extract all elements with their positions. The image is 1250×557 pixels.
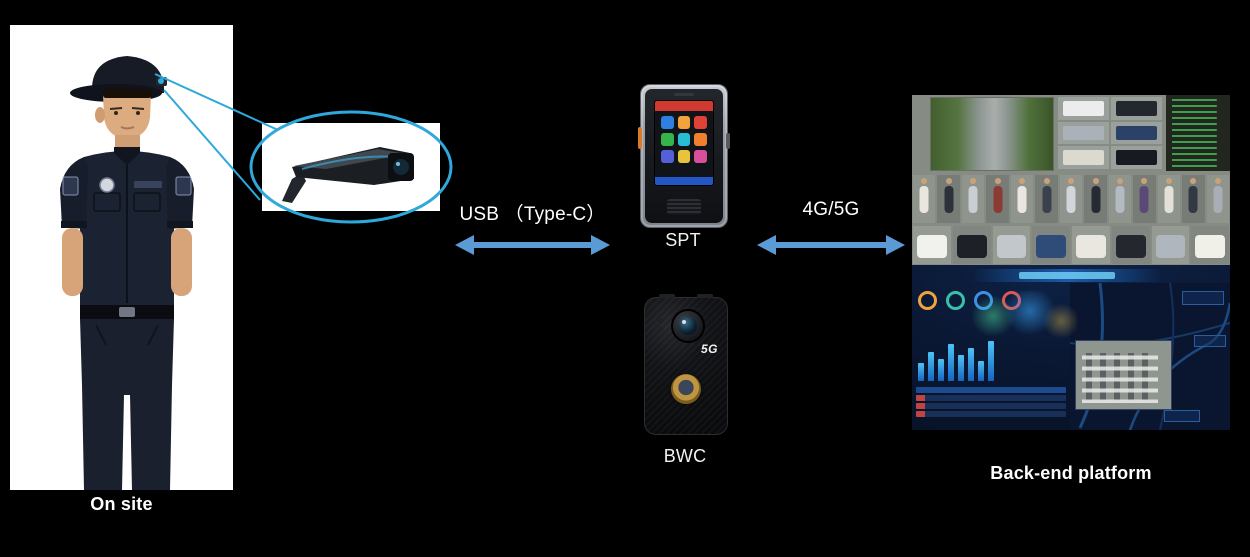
gauge-icon	[918, 291, 937, 310]
dashboard-table	[916, 387, 1066, 419]
vehicle-thumbnail-grid	[1058, 97, 1162, 169]
spt-label: SPT	[665, 230, 701, 250]
spt-screen-header	[655, 101, 713, 111]
spt-front-panel	[645, 89, 723, 223]
cellular-connection-arrow	[757, 235, 905, 255]
app-icon	[677, 133, 691, 146]
app-icon	[661, 150, 674, 163]
map-label-box	[1164, 410, 1200, 422]
thumbnail	[913, 175, 936, 223]
app-icon	[677, 150, 691, 163]
thumbnail	[1111, 226, 1150, 264]
thumbnail	[1058, 146, 1109, 169]
bwc-camera-lens	[671, 309, 705, 343]
thumbnail	[952, 226, 991, 264]
thumbnail	[1058, 121, 1109, 145]
cap-camera-icon	[158, 78, 164, 84]
video-analytics-panel	[912, 95, 1230, 265]
spt-speaker-grille	[667, 199, 701, 215]
dashboard-bar-chart	[918, 337, 994, 381]
thumbnail	[992, 226, 1031, 264]
security-guard-figure	[10, 25, 233, 490]
head-camera-inset-photo	[262, 123, 440, 211]
thumbnail	[1010, 175, 1034, 223]
thumbnail	[913, 226, 951, 264]
pedestrian-thumbnail-row	[912, 175, 1230, 223]
thumbnail	[986, 175, 1009, 223]
dashboard-heatmap-glow	[972, 291, 1077, 341]
on-site-photo	[10, 25, 233, 490]
thumbnail	[1035, 175, 1058, 223]
detection-log-column	[1166, 95, 1230, 171]
cellular-link-label: 4G/5G	[802, 199, 860, 220]
thumbnail	[1072, 226, 1110, 264]
backend-platform-label: Back-end platform	[990, 463, 1152, 483]
backend-platform-screenshot	[912, 95, 1230, 430]
bwc-device: 5G	[644, 294, 728, 435]
thumbnail	[1084, 175, 1107, 223]
thumbnail	[1182, 175, 1205, 223]
bwc-police-emblem	[671, 374, 701, 404]
road-video-frame	[930, 97, 1054, 171]
bwc-5g-badge: 5G	[700, 342, 718, 356]
gauge-icon	[946, 291, 965, 310]
app-icon	[694, 116, 707, 129]
map-label-box	[1182, 291, 1224, 305]
thumbnail	[1206, 175, 1230, 223]
thumbnail	[1157, 175, 1181, 223]
dashboard-title-bar	[972, 269, 1162, 282]
traffic-dashboard-panel	[912, 265, 1230, 430]
on-site-label: On site	[90, 494, 153, 514]
thumbnail	[1032, 226, 1070, 264]
app-icon	[694, 150, 707, 163]
thumbnail	[937, 175, 960, 223]
app-icon	[661, 116, 674, 129]
thumbnail	[1133, 175, 1156, 223]
app-icon	[694, 133, 707, 146]
map-label-box	[1194, 335, 1226, 347]
thumbnail	[961, 175, 985, 223]
spt-screen	[654, 100, 714, 186]
spt-side-button	[726, 133, 730, 149]
app-icon	[661, 133, 674, 146]
spt-device	[638, 84, 730, 228]
spt-side-button	[638, 127, 642, 149]
thumbnail	[1151, 226, 1190, 264]
thumbnail	[1111, 146, 1162, 169]
thumbnail	[1058, 97, 1109, 120]
usb-connection-arrow	[455, 235, 610, 255]
bwc-label: BWC	[663, 446, 707, 466]
bwc-lens-glass	[679, 317, 697, 335]
thumbnail	[1111, 121, 1162, 145]
head-camera-illustration	[262, 123, 440, 211]
car-thumbnail-row	[912, 226, 1230, 264]
thumbnail	[1191, 226, 1229, 264]
thumbnail	[1108, 175, 1132, 223]
spt-app-icons	[655, 111, 713, 167]
thumbnail	[1111, 97, 1162, 120]
spt-screen-dock	[655, 177, 713, 185]
usb-link-label: USB （Type-C）	[459, 204, 606, 225]
traffic-intersection-photo	[1075, 340, 1172, 410]
thumbnail	[1059, 175, 1083, 223]
bwc-indicator-leds	[658, 318, 663, 323]
app-icon	[677, 116, 691, 129]
